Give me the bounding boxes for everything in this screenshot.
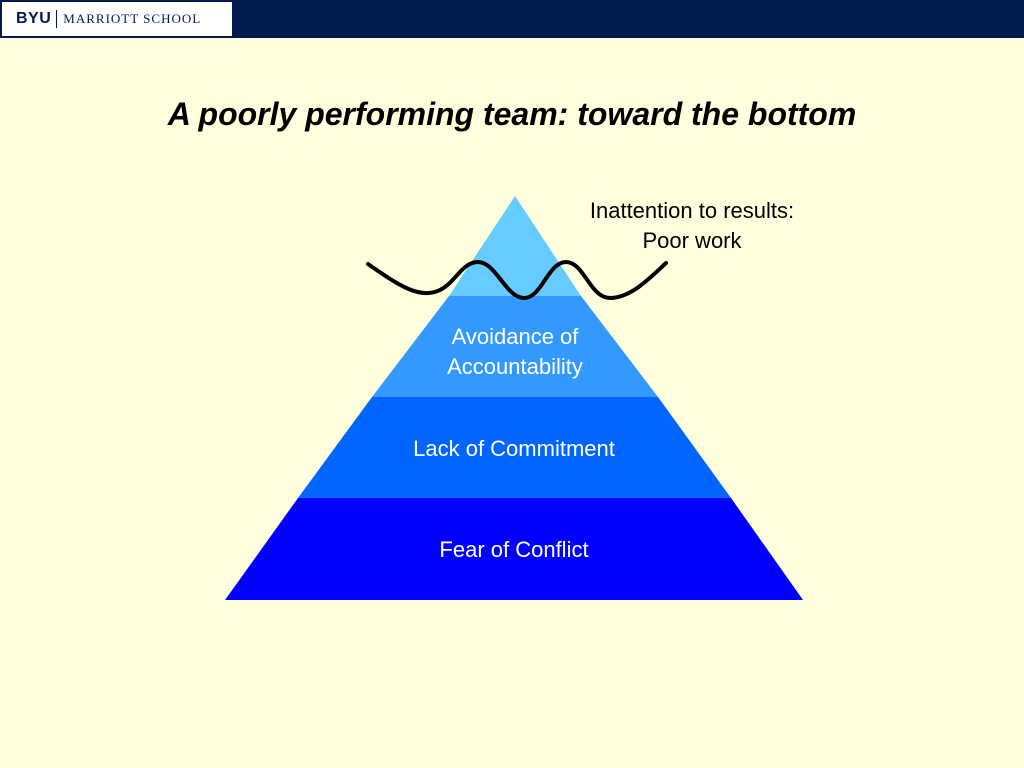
- pyramid-level-conflict: [225, 498, 803, 600]
- logo-divider: [56, 10, 58, 28]
- level-label-line: Accountability: [447, 354, 583, 379]
- callout-line-2: Poor work: [642, 228, 742, 253]
- level-label-conflict: Fear of Conflict: [364, 535, 664, 565]
- header-bar: BYU MARRIOTT SCHOOL: [0, 0, 1024, 38]
- logo: BYU MARRIOTT SCHOOL: [2, 2, 232, 36]
- pyramid-level-top: [449, 196, 581, 296]
- callout-line-1: Inattention to results:: [589, 198, 795, 223]
- pyramid-level-accountability: [372, 296, 658, 397]
- logo-secondary-text: MARRIOTT SCHOOL: [63, 11, 202, 26]
- level-label-commitment: Lack of Commitment: [364, 434, 664, 464]
- slide-title: A poorly performing team: toward the bot…: [167, 96, 857, 132]
- level-label-accountability: Avoidance of Accountability: [400, 322, 630, 382]
- level-label-line: Fear of Conflict: [439, 537, 589, 562]
- logo-primary-text: BYU: [16, 10, 52, 27]
- level-label-line: Lack of Commitment: [413, 436, 615, 461]
- level-label-line: Avoidance of: [451, 324, 579, 349]
- waterline-wave: [366, 259, 668, 301]
- pyramid-level-commitment: [298, 397, 731, 498]
- results-callout: Inattention to results: Poor work: [552, 196, 832, 256]
